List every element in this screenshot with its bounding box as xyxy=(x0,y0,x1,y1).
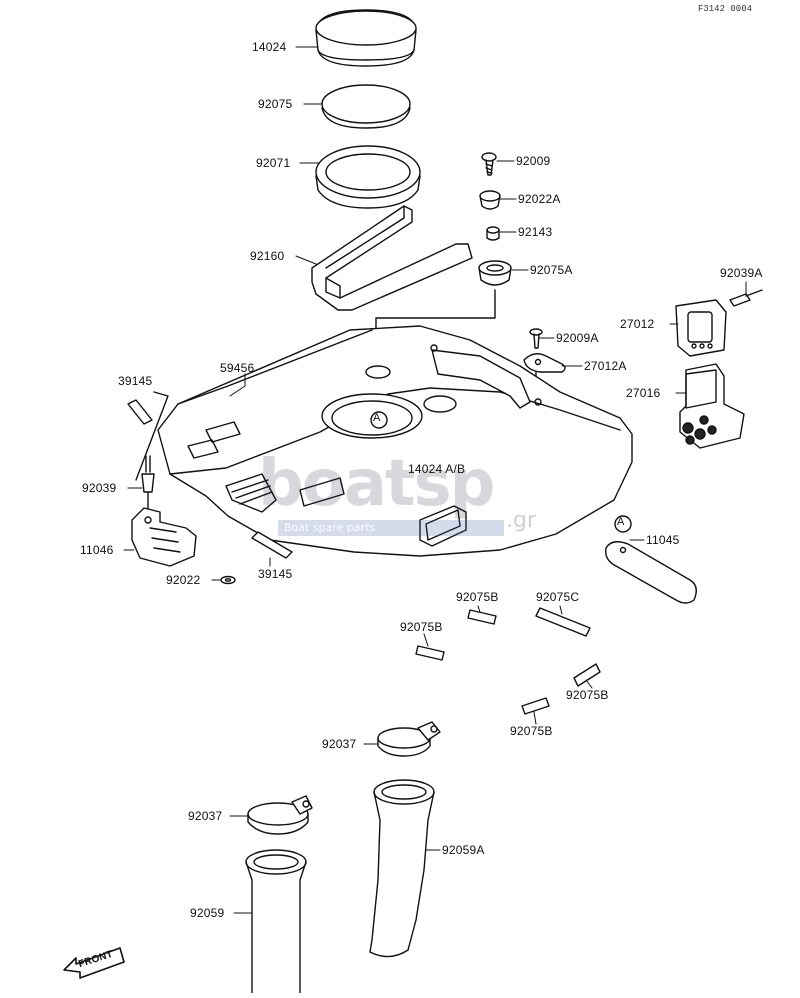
label-92059: 92059 xyxy=(190,906,225,920)
callout-a-cover xyxy=(370,411,388,429)
part-39145-pin-upper xyxy=(127,391,169,481)
part-92009A-screw xyxy=(529,328,543,349)
part-39145-pin-lower xyxy=(251,531,293,559)
label-92075C: 92075C xyxy=(536,590,580,604)
part-92075B-strip-2 xyxy=(415,645,445,661)
figure-code: F3142 0004 xyxy=(697,4,752,14)
leader-lines xyxy=(123,46,747,914)
part-92071-ring xyxy=(315,145,421,209)
part-11045-strap xyxy=(605,541,697,604)
label-27012A: 27012A xyxy=(584,359,627,373)
part-92075C-strip xyxy=(535,607,591,637)
label-92075B-2: 92075B xyxy=(400,620,443,634)
part-92075-disc xyxy=(321,84,411,129)
label-59456: 59456 xyxy=(220,361,255,375)
callout-a-11045 xyxy=(614,515,632,533)
part-11046-bracket xyxy=(131,507,197,567)
part-14024-cap xyxy=(315,9,417,67)
part-92075A-grommet xyxy=(478,260,512,286)
label-11046: 11046 xyxy=(80,543,114,557)
front-arrow: FRONT xyxy=(62,940,126,980)
callout-a-cover-letter: A xyxy=(373,412,381,424)
part-92059A-hose xyxy=(369,779,435,958)
label-92143: 92143 xyxy=(518,225,553,239)
label-92009A: 92009A xyxy=(556,331,599,345)
label-92039A: 92039A xyxy=(720,266,763,280)
part-92039A-rivet xyxy=(729,289,763,307)
part-27012-plate xyxy=(675,299,727,357)
part-92075B-strip-4 xyxy=(521,697,550,715)
label-92075B-1: 92075B xyxy=(456,590,499,604)
part-92037-clamp-lower xyxy=(247,795,313,835)
part-59456-cover xyxy=(157,325,633,557)
label-92009: 92009 xyxy=(516,154,551,168)
label-14024AB: 14024 A/B xyxy=(408,462,466,476)
part-92009-screw xyxy=(481,152,497,176)
part-92022A-grommet xyxy=(479,190,501,210)
label-14024: 14024 xyxy=(252,40,287,54)
part-92039-rivet xyxy=(141,455,155,513)
label-92059A: 92059A xyxy=(442,843,485,857)
label-92071: 92071 xyxy=(256,156,291,170)
label-39145-upper: 39145 xyxy=(118,374,153,388)
label-92075A: 92075A xyxy=(530,263,573,277)
part-92022-washer xyxy=(220,575,236,585)
label-92037-lower: 92037 xyxy=(188,809,223,823)
label-11045: 11045 xyxy=(646,533,680,547)
label-92075B-4: 92075B xyxy=(510,724,553,738)
label-92037-upper: 92037 xyxy=(322,737,357,751)
callout-a-11045-letter: A xyxy=(617,516,625,528)
part-92037-clamp-upper xyxy=(377,721,441,757)
label-27012: 27012 xyxy=(620,317,655,331)
label-39145-lower: 39145 xyxy=(258,567,293,581)
part-92143-collar xyxy=(486,226,500,241)
label-27016: 27016 xyxy=(626,386,661,400)
label-92075B-3: 92075B xyxy=(566,688,609,702)
label-92075: 92075 xyxy=(258,97,293,111)
part-92059-hose xyxy=(245,849,307,994)
label-92022A: 92022A xyxy=(518,192,561,206)
label-92022: 92022 xyxy=(166,573,201,587)
label-92039: 92039 xyxy=(82,481,117,495)
front-arrow-icon xyxy=(63,947,125,979)
part-92160-bracket xyxy=(311,205,473,311)
label-92160: 92160 xyxy=(250,249,285,263)
part-27016-switch xyxy=(679,363,745,449)
part-92075B-strip-1 xyxy=(467,609,497,625)
part-92075B-strip-3 xyxy=(573,663,601,687)
